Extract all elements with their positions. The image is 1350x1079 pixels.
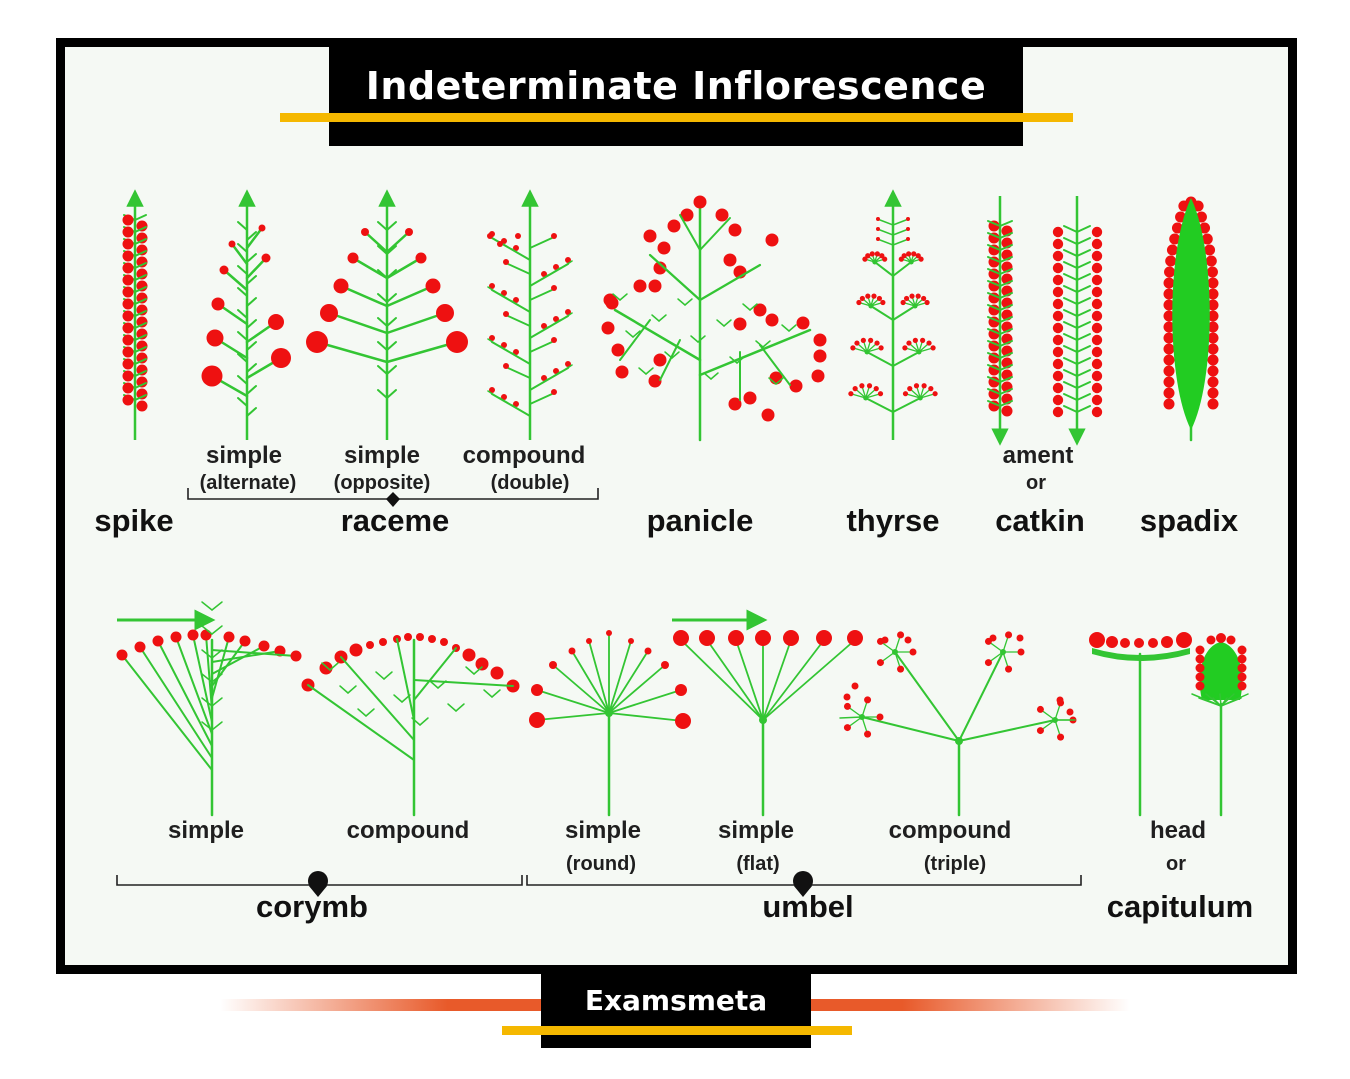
capitulum-illustration bbox=[1089, 632, 1249, 817]
raceme-bracket-marker bbox=[386, 492, 400, 507]
label-umbel-flat-1: simple bbox=[717, 817, 795, 844]
label-catkin-2: or bbox=[1026, 472, 1046, 494]
label-spadix: spadix bbox=[1139, 503, 1239, 538]
corymb-compound-illustration bbox=[301, 633, 520, 817]
panicle-illustration bbox=[601, 195, 827, 442]
footer-brand: Examsmeta bbox=[584, 984, 768, 1017]
label-raceme: raceme bbox=[340, 503, 450, 538]
label-umbel-round-2: (round) bbox=[566, 853, 636, 875]
page-title: Indeterminate Inflorescence bbox=[365, 64, 987, 108]
footer-underline bbox=[502, 1026, 852, 1035]
label-raceme-compound-2: (double) bbox=[490, 472, 570, 494]
footer-banner bbox=[541, 972, 811, 1048]
title-underline bbox=[280, 113, 1073, 122]
label-corymb: corymb bbox=[256, 889, 368, 924]
label-head-2: or bbox=[1166, 853, 1186, 875]
raceme-alternate-illustration bbox=[201, 189, 291, 440]
spike-illustration bbox=[122, 189, 148, 440]
raceme-compound-illustration bbox=[487, 189, 573, 440]
label-catkin-1: ament bbox=[1002, 442, 1074, 469]
label-corymb-simple: simple bbox=[167, 817, 245, 844]
label-catkin: catkin bbox=[995, 503, 1085, 538]
label-thyrse: thyrse bbox=[846, 503, 940, 538]
umbel-bracket-marker bbox=[793, 871, 813, 897]
raceme-opposite-illustration bbox=[306, 189, 468, 440]
umbel-flat-illustration bbox=[673, 630, 863, 817]
label-raceme-opposite-2: (opposite) bbox=[333, 472, 431, 494]
label-umbel: umbel bbox=[762, 889, 854, 924]
label-raceme-opposite-1: simple bbox=[343, 442, 421, 469]
label-umbel-round-1: simple bbox=[564, 817, 642, 844]
corymb-bracket-marker bbox=[308, 871, 328, 897]
label-umbel-compound-2: (triple) bbox=[923, 853, 987, 875]
label-spike: spike bbox=[94, 503, 174, 538]
label-panicle: panicle bbox=[646, 503, 754, 538]
catkin-illustration bbox=[987, 196, 1103, 446]
umbel-compound-illustration bbox=[839, 631, 1077, 817]
umbel-round-illustration bbox=[529, 630, 691, 817]
corymb-simple-illustration bbox=[116, 601, 302, 817]
label-raceme-alternate-1: simple bbox=[205, 442, 283, 469]
label-head-1: head bbox=[1149, 817, 1207, 844]
thyrse-illustration bbox=[848, 189, 938, 440]
label-capitulum: capitulum bbox=[1106, 889, 1254, 924]
label-corymb-compound: compound bbox=[346, 817, 470, 844]
label-raceme-compound-1: compound bbox=[462, 442, 586, 469]
label-umbel-compound-1: compound bbox=[888, 817, 1012, 844]
spadix-illustration bbox=[1163, 196, 1219, 442]
title-banner bbox=[329, 46, 1023, 146]
diagram-frame bbox=[56, 38, 1297, 974]
label-raceme-alternate-2: (alternate) bbox=[199, 472, 297, 494]
label-umbel-flat-2: (flat) bbox=[736, 853, 780, 875]
